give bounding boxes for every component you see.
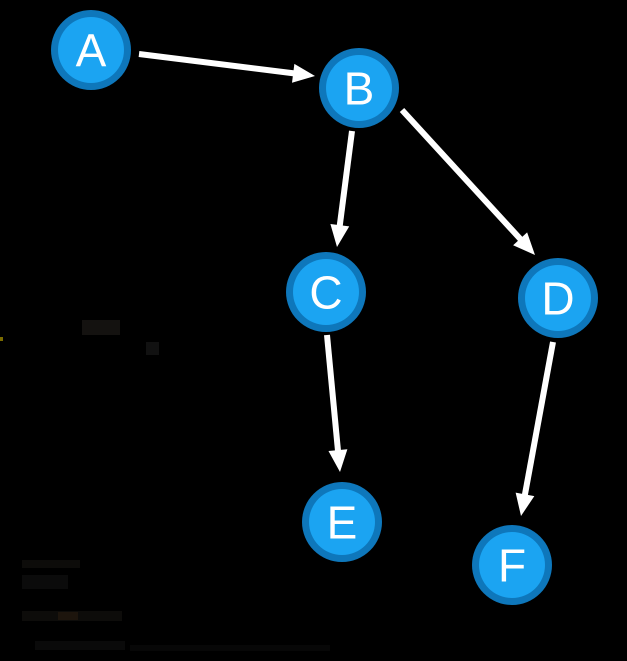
edge-b-c-arrowhead-icon (330, 223, 350, 247)
node-f[interactable]: F (472, 525, 552, 605)
edge-c-e (324, 334, 348, 472)
node-a[interactable]: A (51, 10, 131, 90)
edge-a-b-line (138, 51, 298, 77)
edge-b-d-line (399, 107, 526, 244)
node-e-body (309, 489, 375, 555)
node-b[interactable]: B (319, 48, 399, 128)
edge-d-f (515, 341, 556, 516)
node-a-body (58, 17, 124, 83)
node-c[interactable]: C (286, 252, 366, 332)
node-c-body (293, 259, 359, 325)
node-d-body (525, 265, 591, 331)
edge-d-f-arrowhead-icon (515, 492, 535, 516)
node-f-body (479, 532, 545, 598)
edge-a-b-arrowhead-icon (291, 63, 315, 83)
edge-b-d (399, 107, 535, 255)
edge-b-c-line (336, 130, 355, 230)
edge-b-c (330, 130, 355, 247)
edge-d-f-line (521, 341, 556, 499)
edge-c-e-line (324, 334, 342, 455)
node-d[interactable]: D (518, 258, 598, 338)
node-b-body (326, 55, 392, 121)
node-e[interactable]: E (302, 482, 382, 562)
edge-a-b (138, 51, 315, 83)
edge-b-d-arrowhead-icon (513, 232, 535, 255)
edge-c-e-arrowhead-icon (328, 449, 348, 472)
